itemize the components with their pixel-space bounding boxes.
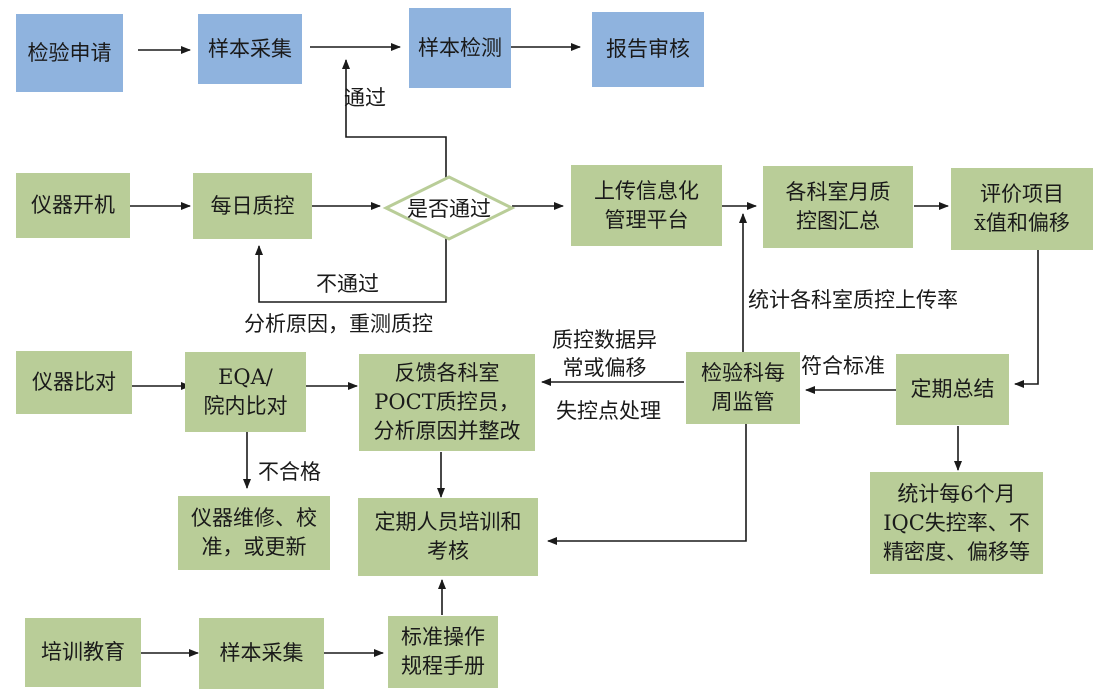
node-report-review: 报告审核 <box>592 12 704 87</box>
node-upload-platform: 上传信息化 管理平台 <box>571 165 722 246</box>
label-out-of-control: 失控点处理 <box>556 399 661 423</box>
node-feedback-poct: 反馈各科室 POCT质控员， 分析原因并整改 <box>359 354 535 451</box>
node-monthly-qc-summary: 各科室月质 控图汇总 <box>763 166 913 248</box>
node-eqa-comparison: EQA/ 院内比对 <box>185 352 306 432</box>
node-weekly-supervision: 检验科每 周监管 <box>686 352 800 424</box>
arrow-weekly-to-training <box>547 424 747 545</box>
node-instrument-repair: 仪器维修、校 准，或更新 <box>178 496 330 570</box>
node-instrument-startup: 仪器开机 <box>16 173 130 238</box>
label-unqualified: 不合格 <box>258 460 321 484</box>
label-meets-standard: 符合标准 <box>801 354 885 378</box>
node-training-education: 培训教育 <box>25 618 141 687</box>
node-test-application: 检验申请 <box>16 14 123 92</box>
label-abnormal: 质控数据异 常或偏移 <box>552 328 657 380</box>
label-pass: 通过 <box>344 86 386 110</box>
node-sample-testing: 样本检测 <box>409 8 511 88</box>
decision-diamond <box>382 175 516 241</box>
label-analyze-retest: 分析原因，重测质控 <box>244 312 433 336</box>
node-instrument-comparison: 仪器比对 <box>16 351 132 414</box>
arrow-pass <box>342 59 447 192</box>
arrow-fail <box>255 222 447 303</box>
node-six-month-statistics: 统计每6个月 IQC失控率、不 精密度、偏移等 <box>870 472 1043 574</box>
node-sample-collection: 样本采集 <box>198 14 302 84</box>
decision-label: 是否通过 <box>407 197 491 221</box>
node-training-assessment: 定期人员培训和 考核 <box>358 498 538 576</box>
node-daily-qc: 每日质控 <box>193 173 312 239</box>
node-sop-manual: 标准操作 规程手册 <box>388 616 498 688</box>
label-upload-rate: 统计各科室质控上传率 <box>748 288 958 312</box>
node-evaluate-items: 评价项目 x̄值和偏移 <box>951 168 1093 250</box>
label-fail: 不通过 <box>316 272 379 296</box>
arrow-evaluate-to-summary <box>1014 250 1039 388</box>
node-periodic-summary: 定期总结 <box>896 354 1009 425</box>
node-sample-collection-2: 样本采集 <box>199 618 324 689</box>
